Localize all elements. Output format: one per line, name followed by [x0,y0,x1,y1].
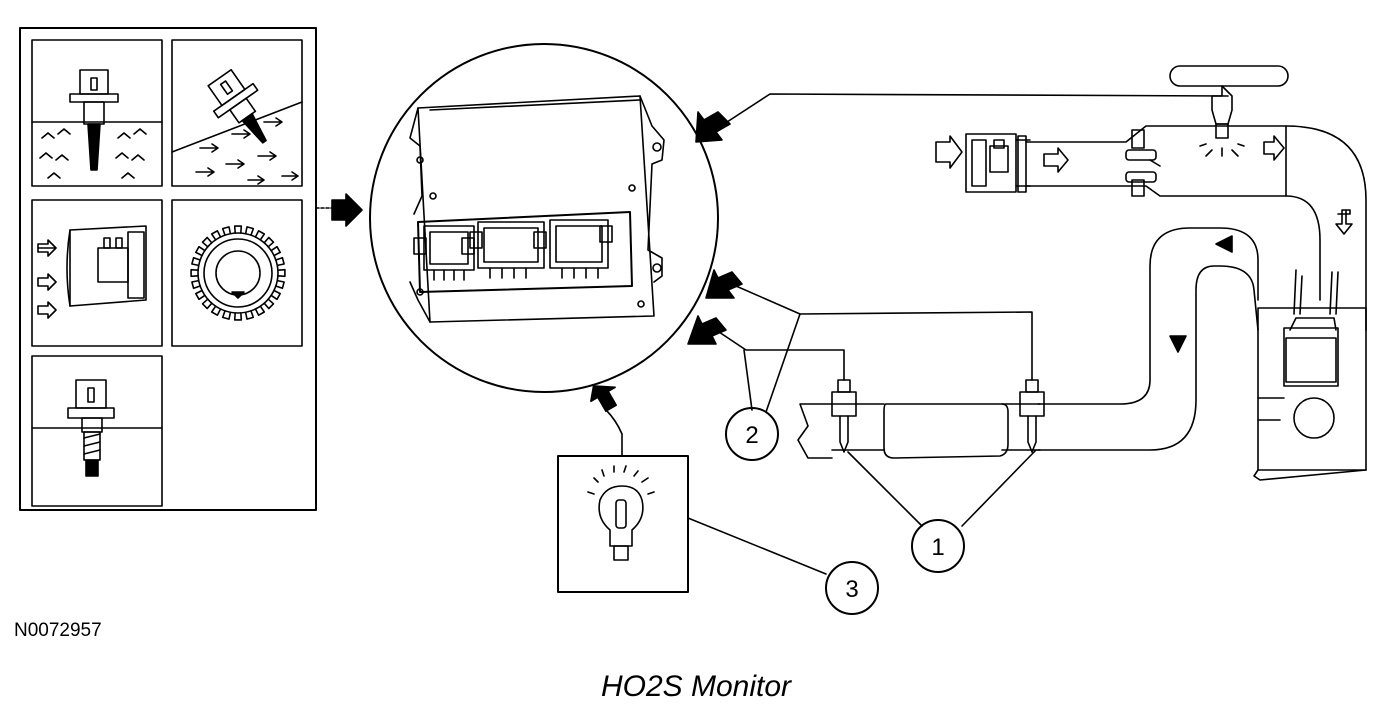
tone-wheel-tooth [195,289,206,301]
intake-assembly [935,65,1367,331]
tone-wheel-tooth [210,305,222,316]
ho2s-arrow-head-lower [687,315,727,345]
callout-1: 1 [911,519,965,573]
tone-wheel-tooth [210,230,222,241]
pcm-module [369,43,719,393]
input-arrow-head [331,193,363,227]
tone-wheel-tooth [191,279,201,290]
exhaust-pipe [797,227,1259,459]
downstream-ho2s-wire [735,285,1033,381]
callout-3: 3 [825,561,879,615]
ho2s-arrow-head-upper [705,269,743,299]
sensor-cell-coolant-temp [31,39,163,187]
mil-lamp-box [557,385,689,593]
tone-wheel-tooth [270,245,281,257]
injector-feedback-line [723,93,1229,125]
figure-caption: HO2S Monitor [600,670,792,703]
callout-3-leader [687,517,827,575]
tone-wheel-tooth [275,279,285,290]
tone-wheel-tooth [263,298,275,310]
callout-1-label: 1 [931,534,944,561]
tone-wheel-tooth [263,236,275,248]
injector-arrow-head [695,111,731,143]
sensor-cell-mass-air-flow [31,199,163,347]
tone-wheel-tooth [275,256,285,267]
callout-3-label: 3 [845,576,858,603]
engine-block [1253,269,1367,481]
tone-wheel-tooth [233,225,243,234]
tone-wheel-tooth [201,298,213,310]
tone-wheel-tooth [254,230,266,241]
callout-2-label: 2 [745,422,758,449]
callout-1-leaders [847,449,1037,527]
input-sensors-panel [19,27,317,511]
airflow-arrows [195,117,299,185]
figure-reference-code: N0072957 [14,620,102,641]
pcm-connector-1 [413,225,475,281]
tone-wheel-tooth [277,268,286,278]
tone-wheel-tooth [195,245,206,257]
tone-wheel-tooth [201,236,213,248]
sensor-cell-threaded-sensor [31,355,163,507]
callout-2-leaders [743,313,801,413]
tone-wheel-tooth [221,226,232,236]
tone-wheel-tooth [221,310,232,320]
tone-wheel-tooth [244,310,255,320]
pcm-connector-2 [469,221,547,279]
tone-wheel-tooth [244,226,255,236]
tone-wheel-tooth [191,256,201,267]
sensor-cell-crank-position [171,199,303,347]
tone-wheel-teeth [190,225,286,321]
lamp-bulb-icon [587,465,655,561]
callout-2: 2 [725,407,779,461]
sensor-cell-air-temp [171,39,303,187]
tone-wheel-tooth [270,289,281,301]
tone-wheel-tooth [233,312,243,321]
pcm-connector-3 [549,219,613,279]
tone-wheel-tooth [254,305,266,316]
tone-wheel-tooth [190,268,199,278]
upstream-ho2s-wire [715,329,845,381]
